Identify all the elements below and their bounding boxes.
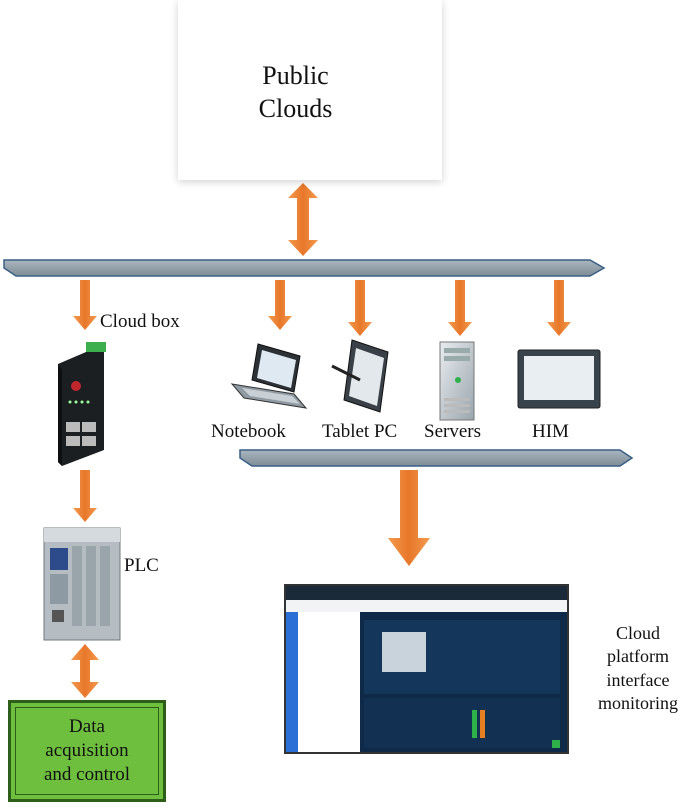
screen-icon-rail	[286, 612, 298, 752]
screen-stats-panel	[364, 698, 560, 748]
screen-sidebar	[298, 612, 360, 752]
plc-data-double-arrow	[71, 644, 99, 698]
him-label: HIM	[532, 421, 569, 442]
cloud-box-device-icon	[58, 342, 106, 466]
data-box-line3: and control	[43, 763, 130, 785]
data-box-line1: Data	[69, 716, 105, 738]
tablet-pc-label: Tablet PC	[322, 421, 398, 442]
screen-status-square	[552, 740, 560, 748]
screen-topbar	[286, 586, 567, 600]
public-clouds-label: Public Clouds	[178, 60, 413, 125]
screen-green-bar	[472, 710, 477, 738]
platform-caption-line1: Cloud	[615, 623, 660, 643]
cloud-box-label: Cloud box	[100, 311, 180, 332]
data-box-line2: acquisition	[45, 740, 129, 762]
upper-bus	[3, 259, 606, 277]
screen-orange-bar	[480, 710, 485, 738]
platform-caption-line3: interface	[606, 669, 670, 690]
screen-equipment-image	[382, 632, 426, 672]
notebook-label: Notebook	[211, 421, 286, 442]
data-acquisition-box: Data acquisition and control	[8, 700, 166, 802]
public-clouds-line1: Public	[262, 61, 329, 90]
plc-label: PLC	[124, 555, 159, 576]
him-panel-icon	[517, 349, 601, 409]
bus-platform-arrow	[388, 470, 430, 566]
platform-caption: Cloud platform interface monitoring	[590, 622, 685, 716]
platform-caption-line4: monitoring	[598, 693, 678, 714]
public-clouds-line2: Clouds	[258, 93, 333, 123]
platform-caption-line2: platform	[607, 646, 669, 667]
tablet-icon	[331, 339, 389, 413]
cloud-platform-screenshot	[284, 584, 569, 754]
lower-bus	[239, 449, 634, 467]
cloudbox-plc-arrow	[73, 470, 97, 522]
server-icon	[439, 341, 475, 421]
public-clouds-card: Public Clouds	[178, 0, 442, 180]
down-arrows	[73, 280, 571, 336]
data-box-inner-border	[15, 707, 159, 795]
screen-tabbar	[286, 600, 567, 612]
data-box-text: Data acquisition and control	[44, 715, 130, 786]
notebook-icon	[230, 343, 308, 409]
cloud-bus-double-arrow	[288, 183, 318, 256]
plc-device-icon	[43, 527, 121, 641]
servers-label: Servers	[424, 421, 481, 442]
